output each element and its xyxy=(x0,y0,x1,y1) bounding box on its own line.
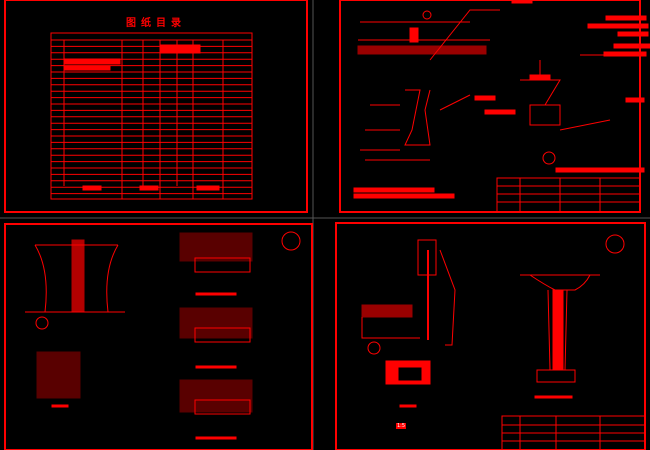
detail-mark-label: 1:5 xyxy=(396,423,407,429)
sheet-drawing-index xyxy=(4,0,308,213)
sheet-column-wall-details xyxy=(4,223,313,450)
sheet-section-details xyxy=(339,0,650,213)
drawing-index-title: 图纸目录 xyxy=(126,18,186,29)
sheet-column-head-details xyxy=(335,222,646,450)
